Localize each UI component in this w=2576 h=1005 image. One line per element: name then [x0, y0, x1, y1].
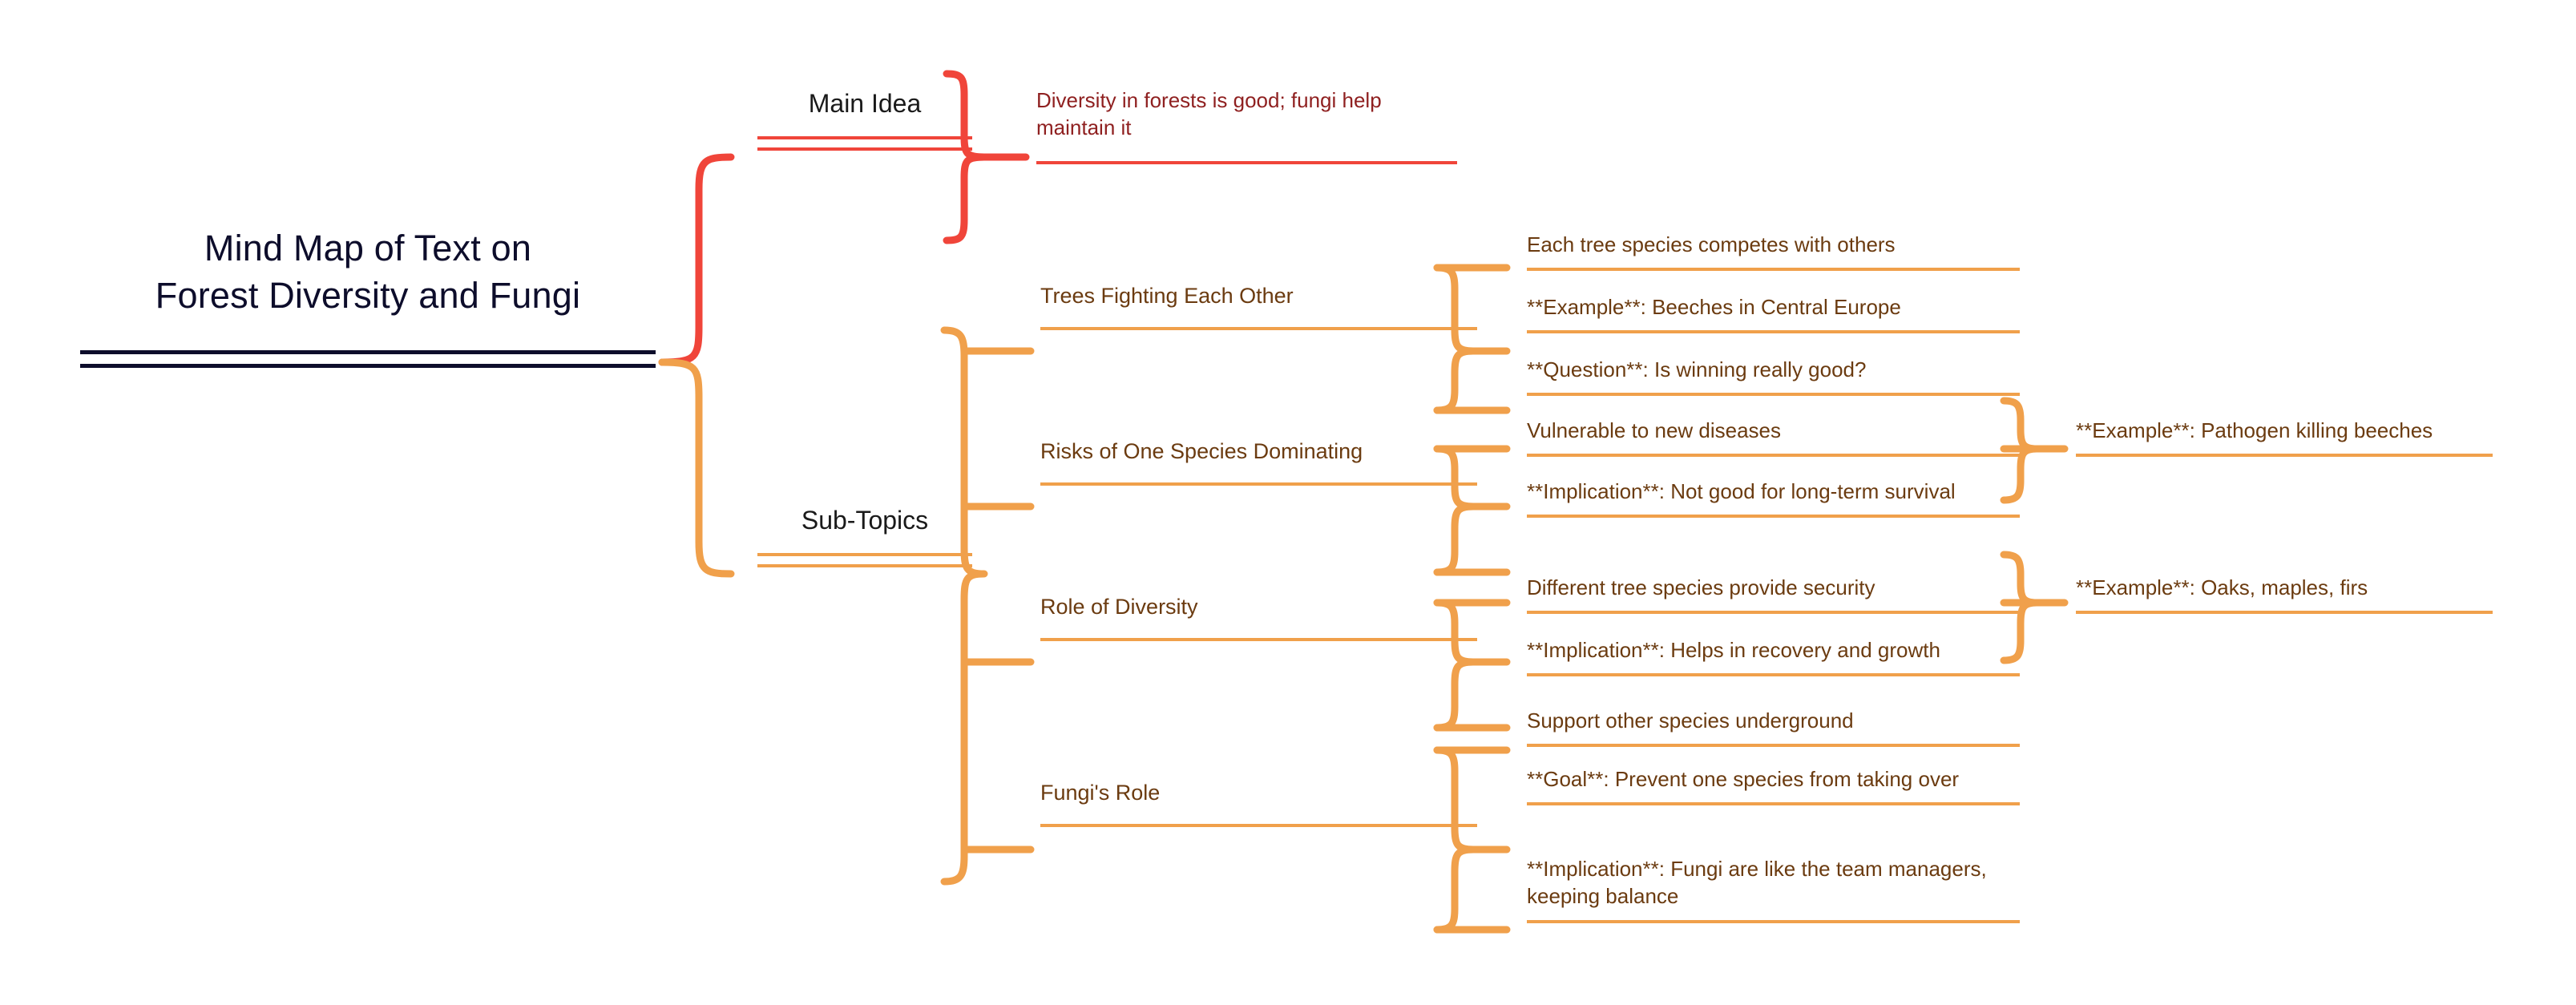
leaf-vulnerable-to-new-diseases[interactable]: Vulnerable to new diseases: [1527, 417, 2020, 458]
leaf-underline: [1527, 673, 2020, 677]
leaf-underline: [2076, 454, 2493, 458]
topic-underline: [1040, 637, 1477, 641]
leaf-label: **Implication**: Helps in recovery and g…: [1527, 638, 1940, 662]
leaf-label: **Implication**: Fungi are like the team…: [1527, 857, 1993, 909]
branch-sub-topics-label: Sub-Topics: [801, 506, 929, 535]
topic-risks-of-one-species-dominating[interactable]: Risks of One Species Dominating: [1040, 438, 1477, 486]
topic-underline: [1040, 823, 1477, 827]
leaf-label: **Example**: Pathogen killing beeches: [2076, 418, 2433, 442]
topic-label: Risks of One Species Dominating: [1040, 439, 1363, 463]
leaf-main-idea-statement[interactable]: Diversity in forests is good; fungi help…: [1036, 87, 1457, 164]
branch-main-idea[interactable]: Main Idea: [757, 87, 972, 151]
topic-role-of-diversity[interactable]: Role of Diversity: [1040, 593, 1477, 641]
leaf-label: **Example**: Oaks, maples, firs: [2076, 575, 2368, 599]
connector-root-to-main-idea: [658, 153, 735, 366]
leaf-underline: [1527, 611, 2020, 615]
leaf-underline: [1527, 268, 2020, 272]
leaf-label: **Goal**: Prevent one species from takin…: [1527, 767, 1960, 791]
leaf-underline: [2076, 611, 2493, 615]
branch-sub-topics[interactable]: Sub-Topics: [757, 503, 972, 568]
leaf-example-oaks-maples-firs[interactable]: **Example**: Oaks, maples, firs: [2076, 574, 2493, 615]
leaf-different-tree-species-provide-security[interactable]: Different tree species provide security: [1527, 574, 2020, 615]
connector-fungi-brace: [1433, 746, 1477, 934]
leaf-underline: [1527, 454, 2020, 458]
leaf-underline: [1527, 744, 2020, 748]
topic-trees-fighting-each-other[interactable]: Trees Fighting Each Other: [1040, 282, 1477, 330]
leaf-example-pathogen-killing-beeches[interactable]: **Example**: Pathogen killing beeches: [2076, 417, 2493, 458]
root-underline: [80, 349, 656, 368]
leaf-underline: [1527, 393, 2020, 397]
branch-main-idea-label: Main Idea: [808, 89, 922, 118]
branch-main-idea-underline: [757, 136, 972, 151]
topic-label: Trees Fighting Each Other: [1040, 284, 1294, 308]
leaf-label: Support other species underground: [1527, 708, 1854, 733]
leaf-underline: [1527, 515, 2020, 519]
connector-sub-topics-brace: [940, 326, 988, 886]
leaf-label: Diversity in forests is good; fungi help…: [1036, 88, 1387, 140]
leaf-each-tree-species-competes[interactable]: Each tree species competes with others: [1527, 231, 2020, 272]
leaf-underline: [1527, 919, 2020, 923]
leaf-label: **Example**: Beeches in Central Europe: [1527, 295, 1901, 319]
leaf-implication-fungi-are-like-the-team-managers[interactable]: **Implication**: Fungi are like the team…: [1527, 855, 2020, 923]
leaf-label: Different tree species provide security: [1527, 575, 1875, 599]
topic-label: Role of Diversity: [1040, 595, 1198, 619]
leaf-support-other-species-underground[interactable]: Support other species underground: [1527, 707, 2020, 748]
connector-root-to-sub-topics: [658, 358, 735, 578]
leaf-label: **Implication**: Not good for long-term …: [1527, 479, 1956, 503]
leaf-label: Each tree species competes with others: [1527, 232, 1896, 256]
leaf-implication-not-good-for-long-term-survival[interactable]: **Implication**: Not good for long-term …: [1527, 478, 2020, 519]
leaf-implication-helps-in-recovery-and-growth[interactable]: **Implication**: Helps in recovery and g…: [1527, 636, 2020, 677]
topic-underline: [1040, 482, 1477, 486]
root-title: Mind Map of Text on Forest Diversity and…: [155, 228, 581, 317]
branch-sub-topics-underline: [757, 553, 972, 568]
topic-label: Fungi's Role: [1040, 781, 1161, 805]
leaf-underline: [1527, 802, 2020, 806]
leaf-example-beeches-central-europe[interactable]: **Example**: Beeches in Central Europe: [1527, 293, 2020, 334]
leaf-question-is-winning-really-good[interactable]: **Question**: Is winning really good?: [1527, 356, 2020, 397]
leaf-underline: [1036, 160, 1457, 164]
leaf-label: Vulnerable to new diseases: [1527, 418, 1782, 442]
leaf-underline: [1527, 330, 2020, 334]
topic-fungis-role[interactable]: Fungi's Role: [1040, 779, 1477, 827]
leaf-goal-prevent-one-species-from-taking-over[interactable]: **Goal**: Prevent one species from takin…: [1527, 765, 2020, 806]
leaf-label: **Question**: Is winning really good?: [1527, 357, 1867, 381]
topic-underline: [1040, 326, 1477, 330]
root-node[interactable]: Mind Map of Text on Forest Diversity and…: [80, 224, 656, 368]
